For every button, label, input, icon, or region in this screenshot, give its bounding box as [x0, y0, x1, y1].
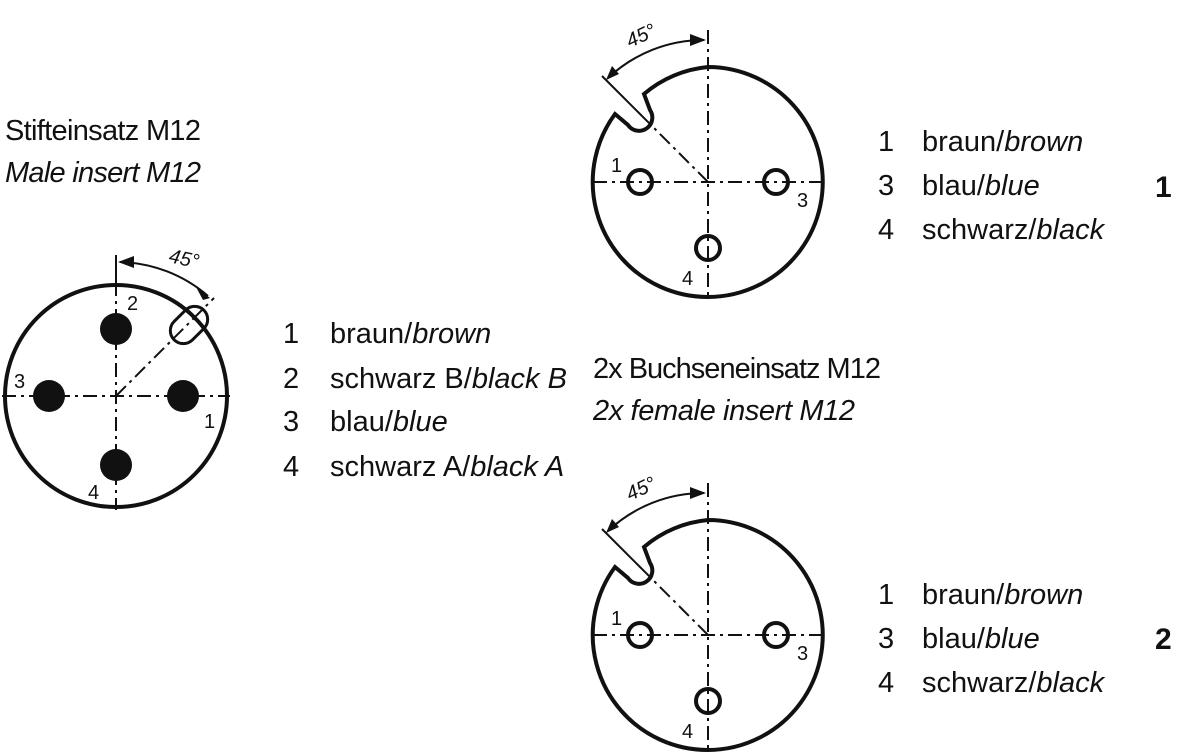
female-connector-1: 1 3 4 45° 1 braun/brown 3 blau/blue 4 sc… [590, 20, 1172, 300]
female-title-en: 2x female insert M12 [592, 395, 855, 427]
female-pin-label: 3 [797, 190, 808, 212]
female-pin-label: 4 [682, 721, 693, 743]
angle-label: 45° [167, 245, 201, 273]
legend-num: 4 [878, 214, 894, 246]
angle-label: 45° [623, 20, 660, 53]
female-pin-label: 1 [611, 608, 622, 630]
legend-item: schwarz/black [922, 214, 1106, 246]
male-pin-3 [33, 380, 65, 412]
male-pin-label: 3 [14, 371, 25, 393]
female-pin-label: 4 [682, 268, 693, 290]
female-face-1 [590, 28, 825, 300]
female-title-de: 2x Buchseneinsatz M12 [593, 353, 881, 385]
legend-item: schwarz/black [922, 667, 1106, 699]
legend-item: braun/brown [330, 318, 491, 350]
legend-num: 3 [283, 406, 299, 438]
connector-number: 1 [1155, 171, 1172, 204]
male-title-de: Stifteinsatz M12 [5, 115, 201, 147]
legend-num: 1 [878, 579, 894, 611]
male-legend: 1 braun/brown 2 schwarz B/black B 3 blau… [283, 318, 567, 483]
male-pin-label: 1 [204, 411, 215, 433]
male-title-en: Male insert M12 [5, 157, 201, 189]
connector-number: 2 [1155, 623, 1172, 656]
female-pin-label: 3 [797, 643, 808, 665]
male-pin-1 [167, 380, 199, 412]
legend-num: 3 [878, 170, 894, 202]
male-pin-label: 4 [88, 482, 99, 504]
male-connector-face: 1 2 3 4 45° [2, 245, 230, 510]
legend-item: schwarz A/black A [330, 451, 564, 483]
legend-num: 2 [283, 363, 299, 395]
male-pin-4 [100, 449, 132, 481]
legend-item: blau/blue [330, 406, 448, 438]
legend-item: blau/blue [922, 170, 1040, 202]
legend-num: 1 [283, 318, 299, 350]
male-coding-key [168, 304, 210, 346]
male-pin-2 [100, 313, 132, 345]
female-pin-label: 1 [611, 155, 622, 177]
female-face-2 [590, 481, 825, 753]
legend-num: 3 [878, 623, 894, 655]
legend-num: 1 [878, 126, 894, 158]
male-pin-label: 2 [127, 293, 138, 315]
legend-item: braun/brown [922, 126, 1083, 158]
legend-num: 4 [283, 451, 299, 483]
angle-label: 45° [623, 473, 660, 506]
legend-item: braun/brown [922, 579, 1083, 611]
legend-num: 4 [878, 667, 894, 699]
female-connector-2: 1 3 4 45° 1 braun/brown 3 blau/blue 4 sc… [590, 473, 1172, 753]
legend-item: blau/blue [922, 623, 1040, 655]
legend-item: schwarz B/black B [330, 363, 567, 395]
